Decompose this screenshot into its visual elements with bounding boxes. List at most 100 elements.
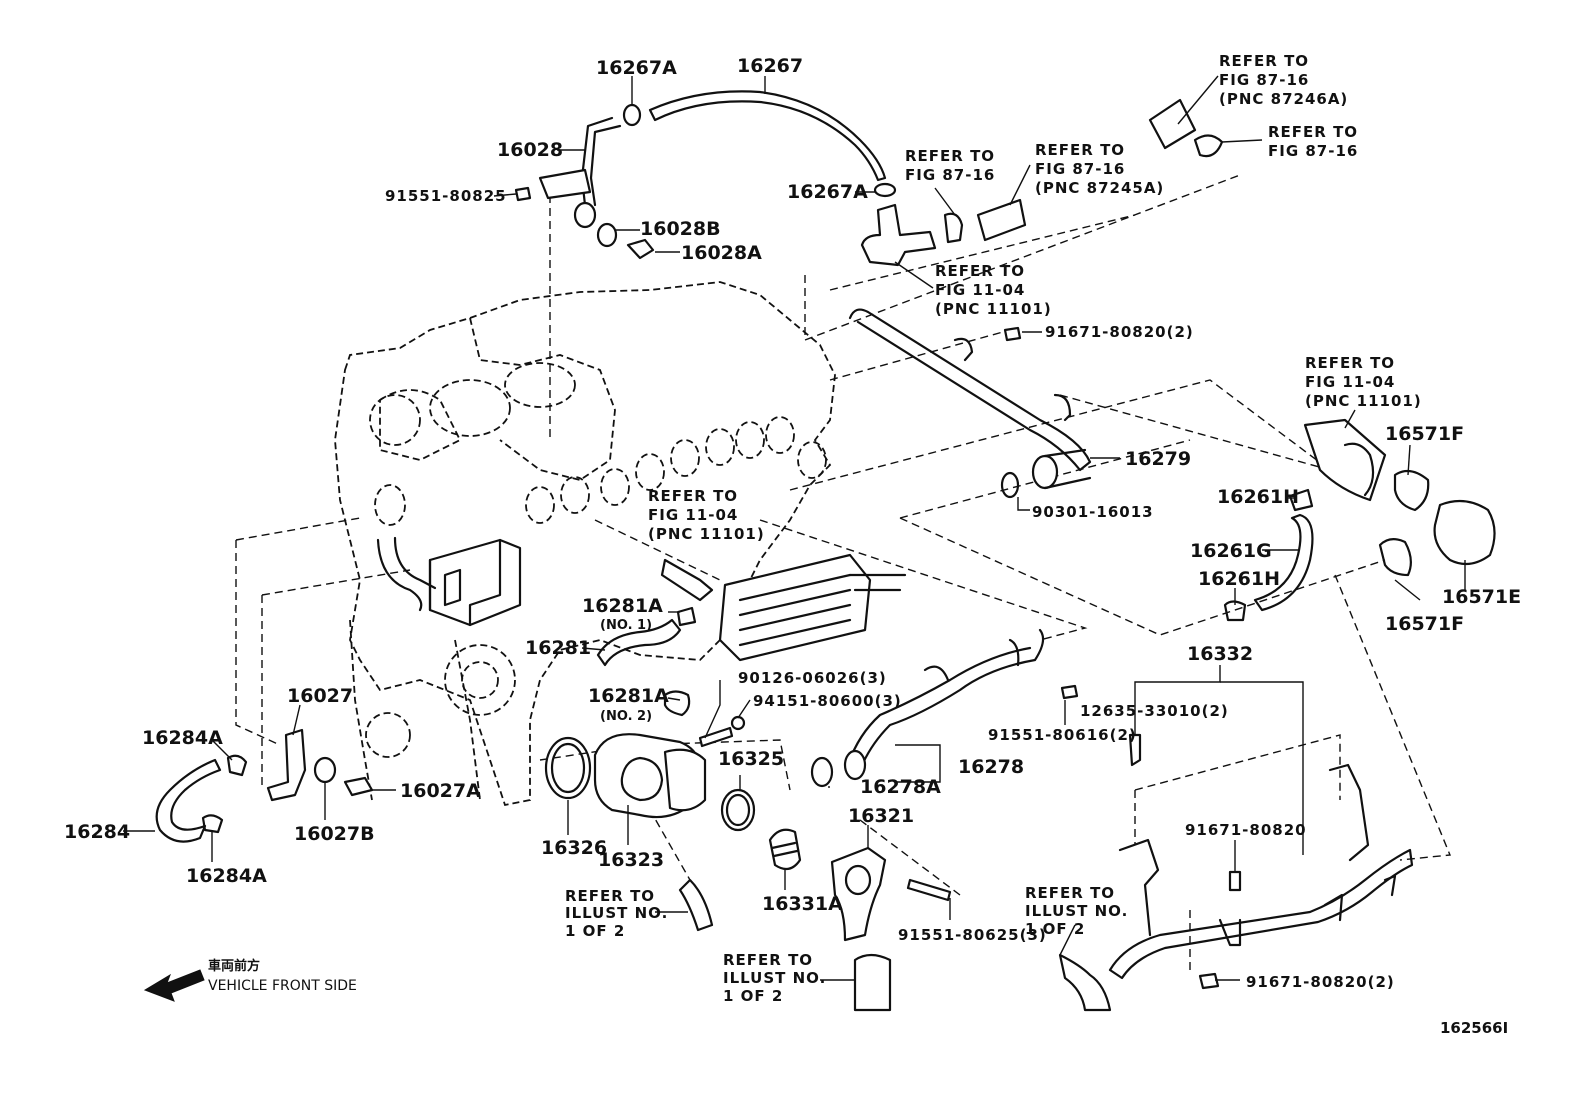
- label-16027A: 16027A: [400, 780, 481, 802]
- egr-valve-block: [376, 536, 522, 627]
- label-91671-80820-2-bot: 91671-80820(2): [1246, 973, 1395, 991]
- union-16028: [573, 201, 597, 229]
- label-no2: (NO. 2): [600, 709, 652, 724]
- label-16284A-top: 16284A: [142, 727, 223, 749]
- oil-cooler: [718, 553, 907, 662]
- clamp-16261H-bot: [1223, 600, 1247, 622]
- bolt-91671-80820: [1228, 870, 1242, 892]
- label-16284A-bot: 16284A: [186, 865, 267, 887]
- front-label-jp: 車両前方: [208, 958, 260, 974]
- refer-r2: REFER TO FIG 87-16: [1268, 123, 1364, 160]
- refer-labels: REFER TO FIG 87-16 (PNC 87246A) REFER TO…: [565, 52, 1422, 1005]
- refer-r6: REFER TO FIG 11-04 (PNC 11101): [1305, 354, 1422, 410]
- pipe-end-16279: [1031, 454, 1059, 490]
- label-16261H-bot: 16261H: [1198, 568, 1280, 590]
- label-16284: 16284: [64, 821, 130, 843]
- hose-11101: [1303, 418, 1387, 502]
- pipe-16027: [266, 728, 307, 802]
- label-16028: 16028: [497, 139, 563, 161]
- refer-r7: REFER TO FIG 11-04 (PNC 11101): [648, 487, 765, 543]
- bolt-90126-06026: [698, 726, 734, 748]
- label-16278: 16278: [958, 756, 1024, 778]
- pipe-16281-no1: [660, 558, 714, 602]
- hose-16261G: [1253, 513, 1314, 612]
- label-90301-16013: 90301-16013: [1032, 503, 1154, 521]
- bolt-16028A: [626, 238, 655, 260]
- bolt-91551-80625: [906, 878, 952, 902]
- clamp-16267A-top: [622, 103, 642, 127]
- bolt-91551-80825: [514, 186, 532, 202]
- label-91551-80825: 91551-80825: [385, 187, 507, 205]
- label-91671-80820-2-top: 91671-80820(2): [1045, 323, 1194, 341]
- label-16281A-no2: 16281A: [588, 685, 669, 707]
- label-no1: (NO. 1): [600, 618, 652, 633]
- label-16325: 16325: [718, 748, 784, 770]
- label-16278A: 16278A: [860, 776, 941, 798]
- label-16028A: 16028A: [681, 242, 762, 264]
- label-16261H-top: 16261H: [1217, 486, 1299, 508]
- hose-87246A: [1148, 98, 1197, 150]
- pipe-end-16278: [843, 749, 867, 781]
- clamp-16284A-top: [226, 754, 248, 777]
- bolt-91671-80820-top: [1003, 326, 1022, 342]
- label-91551-80625: 91551-80625(3): [898, 926, 1047, 944]
- label-16326: 16326: [541, 837, 607, 859]
- label-16571E: 16571E: [1442, 586, 1521, 608]
- thermostat-16331A: [768, 828, 802, 871]
- front-arrow-icon: [143, 969, 205, 1002]
- refer-r5: REFER TO FIG 11-04 (PNC 11101): [935, 262, 1052, 318]
- gasket-16027B: [313, 756, 337, 784]
- clamp-16267A-mid: [873, 182, 897, 198]
- refer-r4: REFER TO FIG 87-16 (PNC 87245A): [1035, 141, 1164, 197]
- ref-hose-mid: [853, 953, 892, 1012]
- label-16261G: 16261G: [1190, 540, 1272, 562]
- nut-94151-80600: [730, 715, 746, 731]
- refer-r10: REFER TO ILLUST NO. 1 OF 2: [1025, 884, 1135, 938]
- label-16267A-top: 16267A: [596, 57, 677, 79]
- label-16267: 16267: [737, 55, 803, 77]
- bolt-91671-80820-2-bot: [1198, 972, 1220, 990]
- clamp-87-16-top: [1193, 134, 1224, 158]
- clamp-16281A-no1: [676, 606, 697, 627]
- front-label-en: VEHICLE FRONT SIDE: [208, 978, 357, 994]
- water-outlet-pipe: [860, 203, 937, 267]
- hose-16267: [648, 90, 887, 182]
- label-16267A-mid: 16267A: [787, 181, 868, 203]
- bolt-16027A: [343, 776, 374, 797]
- bolt-91551-80616: [1060, 684, 1079, 700]
- label-91671-80820: 91671-80820: [1185, 821, 1307, 839]
- vehicle-front-indicator: 車両前方 VEHICLE FRONT SIDE: [143, 958, 357, 1002]
- ref-hose-left: [678, 878, 714, 932]
- label-16279: 16279: [1125, 448, 1191, 470]
- gasket-16278A: [810, 756, 834, 788]
- refer-r1: REFER TO FIG 87-16 (PNC 87246A): [1219, 52, 1348, 108]
- label-16571F-bot: 16571F: [1385, 613, 1464, 635]
- sensor-12635-33010: [1128, 733, 1142, 767]
- label-16281A-no1: 16281A: [582, 595, 663, 617]
- gasket-16028B: [596, 222, 618, 248]
- pipe-16279: [848, 308, 1092, 472]
- label-16027B: 16027B: [294, 823, 375, 845]
- label-16321: 16321: [848, 805, 914, 827]
- hose-87245A: [976, 198, 1027, 242]
- clamp-16284A-bot: [201, 814, 224, 834]
- label-94151-80600: 94151-80600(3): [753, 692, 902, 710]
- clamp-87-16: [943, 212, 964, 244]
- label-16332: 16332: [1187, 643, 1253, 665]
- bracket-16028: [538, 168, 592, 200]
- hose-16284: [155, 758, 222, 843]
- engine-block: [334, 281, 836, 807]
- diagram-id: 162566I: [1440, 1019, 1508, 1037]
- label-16281: 16281: [525, 637, 591, 659]
- label-91551-80616: 91551-80616(2): [988, 726, 1137, 744]
- part-labels: 16267A 16267 16028 91551-80825 16028B 16…: [64, 55, 1521, 991]
- label-16028B: 16028B: [640, 218, 721, 240]
- label-16323: 16323: [598, 849, 664, 871]
- gasket-16325: [720, 788, 756, 832]
- leader-lines: [123, 75, 1466, 981]
- refer-r3: REFER TO FIG 87-16: [905, 147, 1001, 184]
- refer-r8: REFER TO ILLUST NO. 1 OF 2: [565, 887, 675, 940]
- pipe-16332: [1108, 848, 1414, 980]
- gasket-16326: [544, 736, 592, 800]
